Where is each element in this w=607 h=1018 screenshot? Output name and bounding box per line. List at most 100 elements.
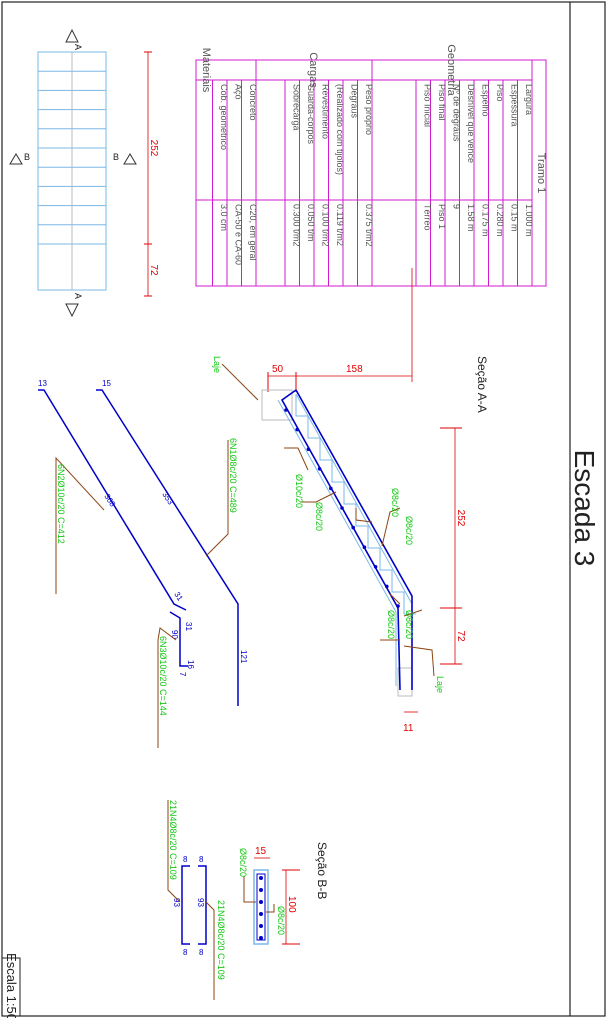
- aa-dim-top-right: 158: [346, 364, 363, 375]
- table-label: Piso Inicial: [423, 84, 433, 127]
- aa-dim-height-1: 252: [455, 510, 466, 527]
- cut-b-right-label: B: [113, 152, 119, 162]
- rebar-n3: [169, 611, 188, 667]
- aa-soffit: [277, 399, 397, 613]
- rebar-n4-a: [181, 865, 190, 945]
- bb-rebar-dot: [259, 924, 263, 928]
- section-bb-title: Seção B-B: [315, 842, 329, 899]
- scale-box: [1, 957, 21, 1017]
- n3-d: 7: [178, 672, 187, 677]
- bb-bar-left: Ø8c/20: [238, 848, 248, 877]
- n1-len: 353: [160, 490, 175, 507]
- table-value: 1.58 m: [466, 204, 476, 232]
- table-header-geometria: Geometria: [445, 44, 457, 96]
- plan-dim-total: 252: [148, 140, 159, 157]
- cut-a-top-marker: [65, 28, 79, 43]
- n4-leader-a: [167, 800, 181, 903]
- table-label: Cob. geométrico: [219, 84, 229, 150]
- table-label: Peso próprio: [364, 84, 374, 135]
- table-value: Piso 1: [437, 204, 447, 229]
- n4-details: 8 8 93 8 8 93 21N4Ø8c/20 C=109 21N4Ø8c/2…: [167, 800, 226, 1000]
- n3-leader: [157, 627, 177, 748]
- table-label: Degraus: [350, 84, 360, 119]
- drawing-title: Escada 3: [569, 450, 600, 567]
- plan-dim-landing: 72: [148, 264, 159, 276]
- bb-dim-length-label: 100: [286, 896, 297, 913]
- table-value: 9: [452, 204, 462, 209]
- table-value: C20, em geral: [248, 204, 258, 261]
- n3-b: 90: [170, 630, 179, 639]
- table-value: CA-50 e CA-60: [234, 204, 244, 265]
- table-value: Térreo: [423, 204, 433, 231]
- table-label: Largura: [524, 84, 534, 115]
- aa-rebar-dots: [284, 408, 400, 608]
- table-label: Revestimento: [321, 84, 331, 139]
- rebar-n1: [96, 389, 239, 706]
- cut-b-left-label: B: [24, 152, 30, 162]
- section-bb: Seção B-B 100 15 Ø8c/20 Ø8c/20: [238, 842, 329, 945]
- table-header-materiais: Materiais: [200, 48, 212, 93]
- aa-rebar-dot: [396, 604, 400, 608]
- section-aa: Seção A-A 50 158 252 72 11: [212, 268, 489, 734]
- aa-dim-bottom: 11: [403, 723, 414, 734]
- n4-label-b: 21N4Ø8c/20 C=109: [216, 900, 226, 980]
- table-tramo: Tramo 1: [535, 153, 547, 194]
- cut-a-top-label: A: [73, 44, 83, 50]
- bb-dim-width: 15: [255, 846, 267, 857]
- table-value: 0.15 m: [510, 204, 520, 232]
- cut-a-bottom-label: A: [73, 293, 83, 299]
- table-label: Desnível que vence: [466, 84, 476, 163]
- n2-top: 13: [38, 379, 47, 388]
- aa-bar-label-0: Ø10c/20: [294, 474, 304, 508]
- table-label: Espessura: [510, 84, 520, 127]
- aa-dim-height-2: 72: [455, 630, 466, 642]
- aa-leaders: [221, 363, 435, 677]
- aa-bar-label-1: Ø8c/20: [314, 502, 324, 531]
- aa-rebar-dot: [351, 525, 356, 530]
- n4-b-mid: 93: [196, 898, 205, 907]
- table-value: 0.300 t/m2: [292, 204, 302, 247]
- table-label: (Realizado com tijolos): [335, 84, 345, 175]
- aa-bar-label-3: Ø8c/20: [404, 516, 414, 545]
- n4-a-bot: 8: [183, 948, 188, 957]
- n1-leader: [205, 440, 229, 557]
- n4-a-mid: 93: [172, 898, 181, 907]
- scale-label: Escala 1:50: [4, 953, 19, 1018]
- aa-bar-label-4: Ø8c/20: [386, 610, 396, 639]
- aa-rebar-dot: [362, 545, 367, 549]
- table-value: 0.375 t/m2: [364, 204, 374, 247]
- aa-rebar-dot: [295, 427, 300, 432]
- table-value: 1.000 m: [524, 204, 534, 237]
- bb-rebar-dot: [259, 900, 263, 904]
- table-label: Piso: [495, 84, 505, 102]
- n4-b-bot: 8: [199, 948, 204, 957]
- table-value: 0.175 m: [481, 204, 491, 237]
- n3-a: 31: [184, 622, 193, 631]
- table-value: 0.280 m: [495, 204, 505, 237]
- bb-concrete: [253, 869, 269, 945]
- rebar-details: 15 353 121 6N1Ø8c/20 C=489 13 368 31 6N2…: [38, 379, 248, 748]
- aa-rebar-dot: [385, 584, 389, 589]
- bb-rebar-dot: [259, 876, 263, 880]
- bb-bar-right: Ø8c/20: [276, 906, 286, 935]
- bb-rebar-cage: [256, 873, 266, 941]
- n4-a-top: 8: [183, 855, 188, 864]
- n4-label-a: 21N4Ø8c/20 C=109: [168, 800, 178, 880]
- table-label: Sobrecarga: [292, 84, 302, 131]
- n1-top: 15: [102, 379, 111, 388]
- rebar-n4-b: [198, 865, 207, 945]
- n2-label: 6N2Ø10c/20 C=412: [56, 464, 66, 544]
- table-label: Nº de degraus: [452, 84, 462, 142]
- n4-b-top: 8: [199, 855, 204, 864]
- aa-rebar-dot: [317, 467, 322, 471]
- table-label: Piso final: [437, 84, 447, 121]
- table-header-cargas: Cargas: [307, 52, 319, 88]
- table-value: 0.100 t/m2: [321, 204, 331, 247]
- rebar-n2: [38, 389, 187, 611]
- n3-label: 6N3Ø10c/20 C=144: [158, 636, 168, 716]
- bb-rebar-dot: [259, 936, 263, 940]
- n3-c: 16: [186, 660, 195, 669]
- aa-laje-bottom: Laje: [435, 676, 445, 693]
